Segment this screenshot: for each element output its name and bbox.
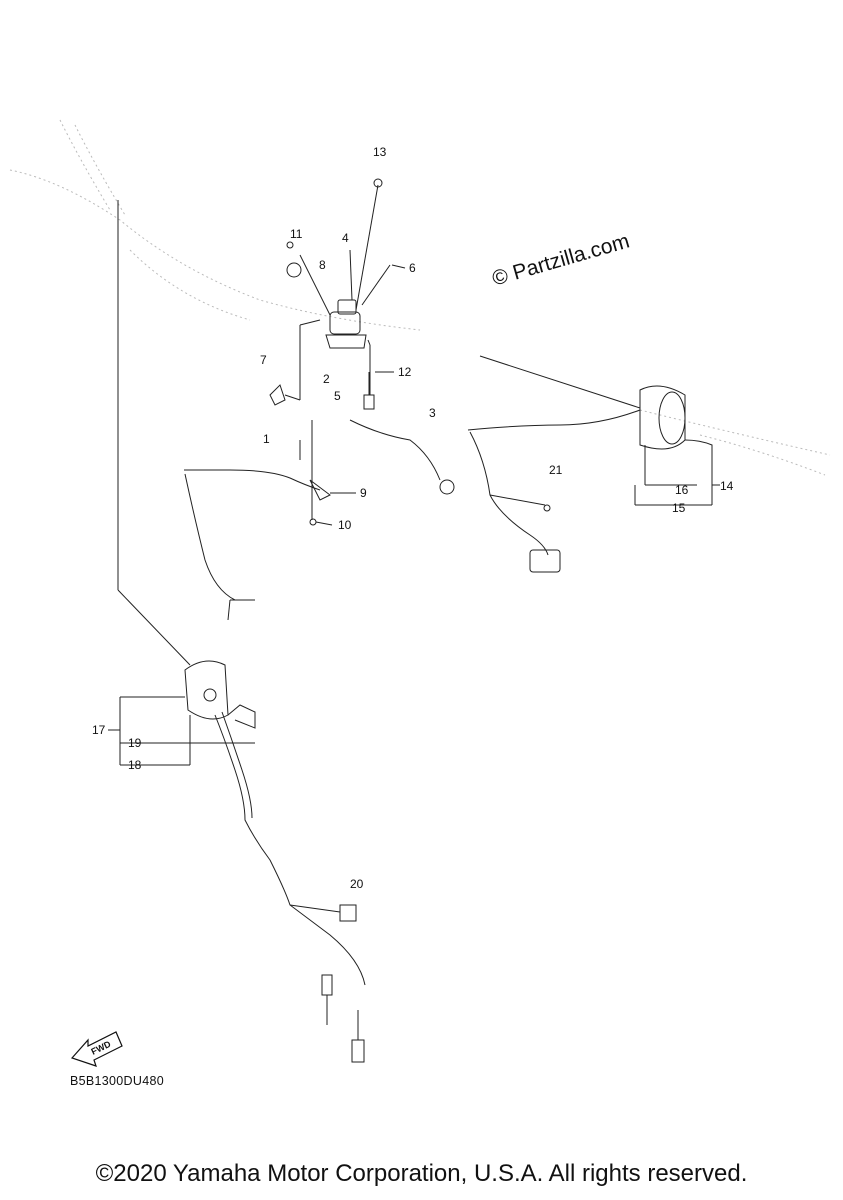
handlebar-ghost-left	[9, 119, 421, 331]
callout-14: 14	[720, 479, 734, 493]
callout-8: 8	[319, 258, 326, 272]
callout-1: 1	[263, 432, 270, 446]
callout-5: 5	[334, 389, 341, 403]
callout-labels: 13 4 11 8 6 7 2 12 5 3 1 21 9 10 14 16 1…	[92, 145, 734, 891]
right-switch-housing	[634, 385, 720, 506]
callout-ticks	[108, 264, 406, 731]
leader-line-diagonal	[117, 589, 191, 666]
fwd-arrow-icon: FWD	[70, 1031, 123, 1067]
callout-20: 20	[350, 877, 364, 891]
callout-10: 10	[338, 518, 352, 532]
callout-7: 7	[260, 353, 267, 367]
lower-cable	[214, 711, 366, 1063]
part-13-end	[373, 178, 383, 188]
diagram-code: B5B1300DU480	[70, 1074, 164, 1088]
callout-17: 17	[92, 723, 106, 737]
callout-2: 2	[323, 372, 330, 386]
callout-19: 19	[128, 736, 142, 750]
left-switch-housing	[119, 660, 256, 766]
callout-11: 11	[290, 227, 303, 241]
right-harness	[467, 409, 641, 573]
leader-line-right-switch	[479, 355, 641, 409]
callout-18: 18	[128, 758, 142, 772]
callout-3: 3	[429, 406, 436, 420]
copyright-notice: ©2020 Yamaha Motor Corporation, U.S.A. A…	[95, 1160, 748, 1187]
callout-6: 6	[409, 261, 416, 275]
left-harness	[184, 420, 331, 621]
part-3-cable	[349, 419, 455, 495]
callout-21: 21	[549, 463, 563, 477]
cable-rod-13	[355, 184, 379, 311]
callout-13: 13	[373, 145, 387, 159]
part-7-bracket	[269, 384, 301, 406]
callout-15: 15	[672, 501, 686, 515]
handlebar-ghost-right	[639, 409, 831, 476]
callout-9: 9	[360, 486, 367, 500]
callout-16: 16	[675, 483, 689, 497]
callout-12: 12	[398, 365, 412, 379]
callout-4: 4	[342, 231, 349, 245]
center-clamp-assembly	[286, 241, 391, 400]
part-12-bolt	[363, 372, 375, 410]
